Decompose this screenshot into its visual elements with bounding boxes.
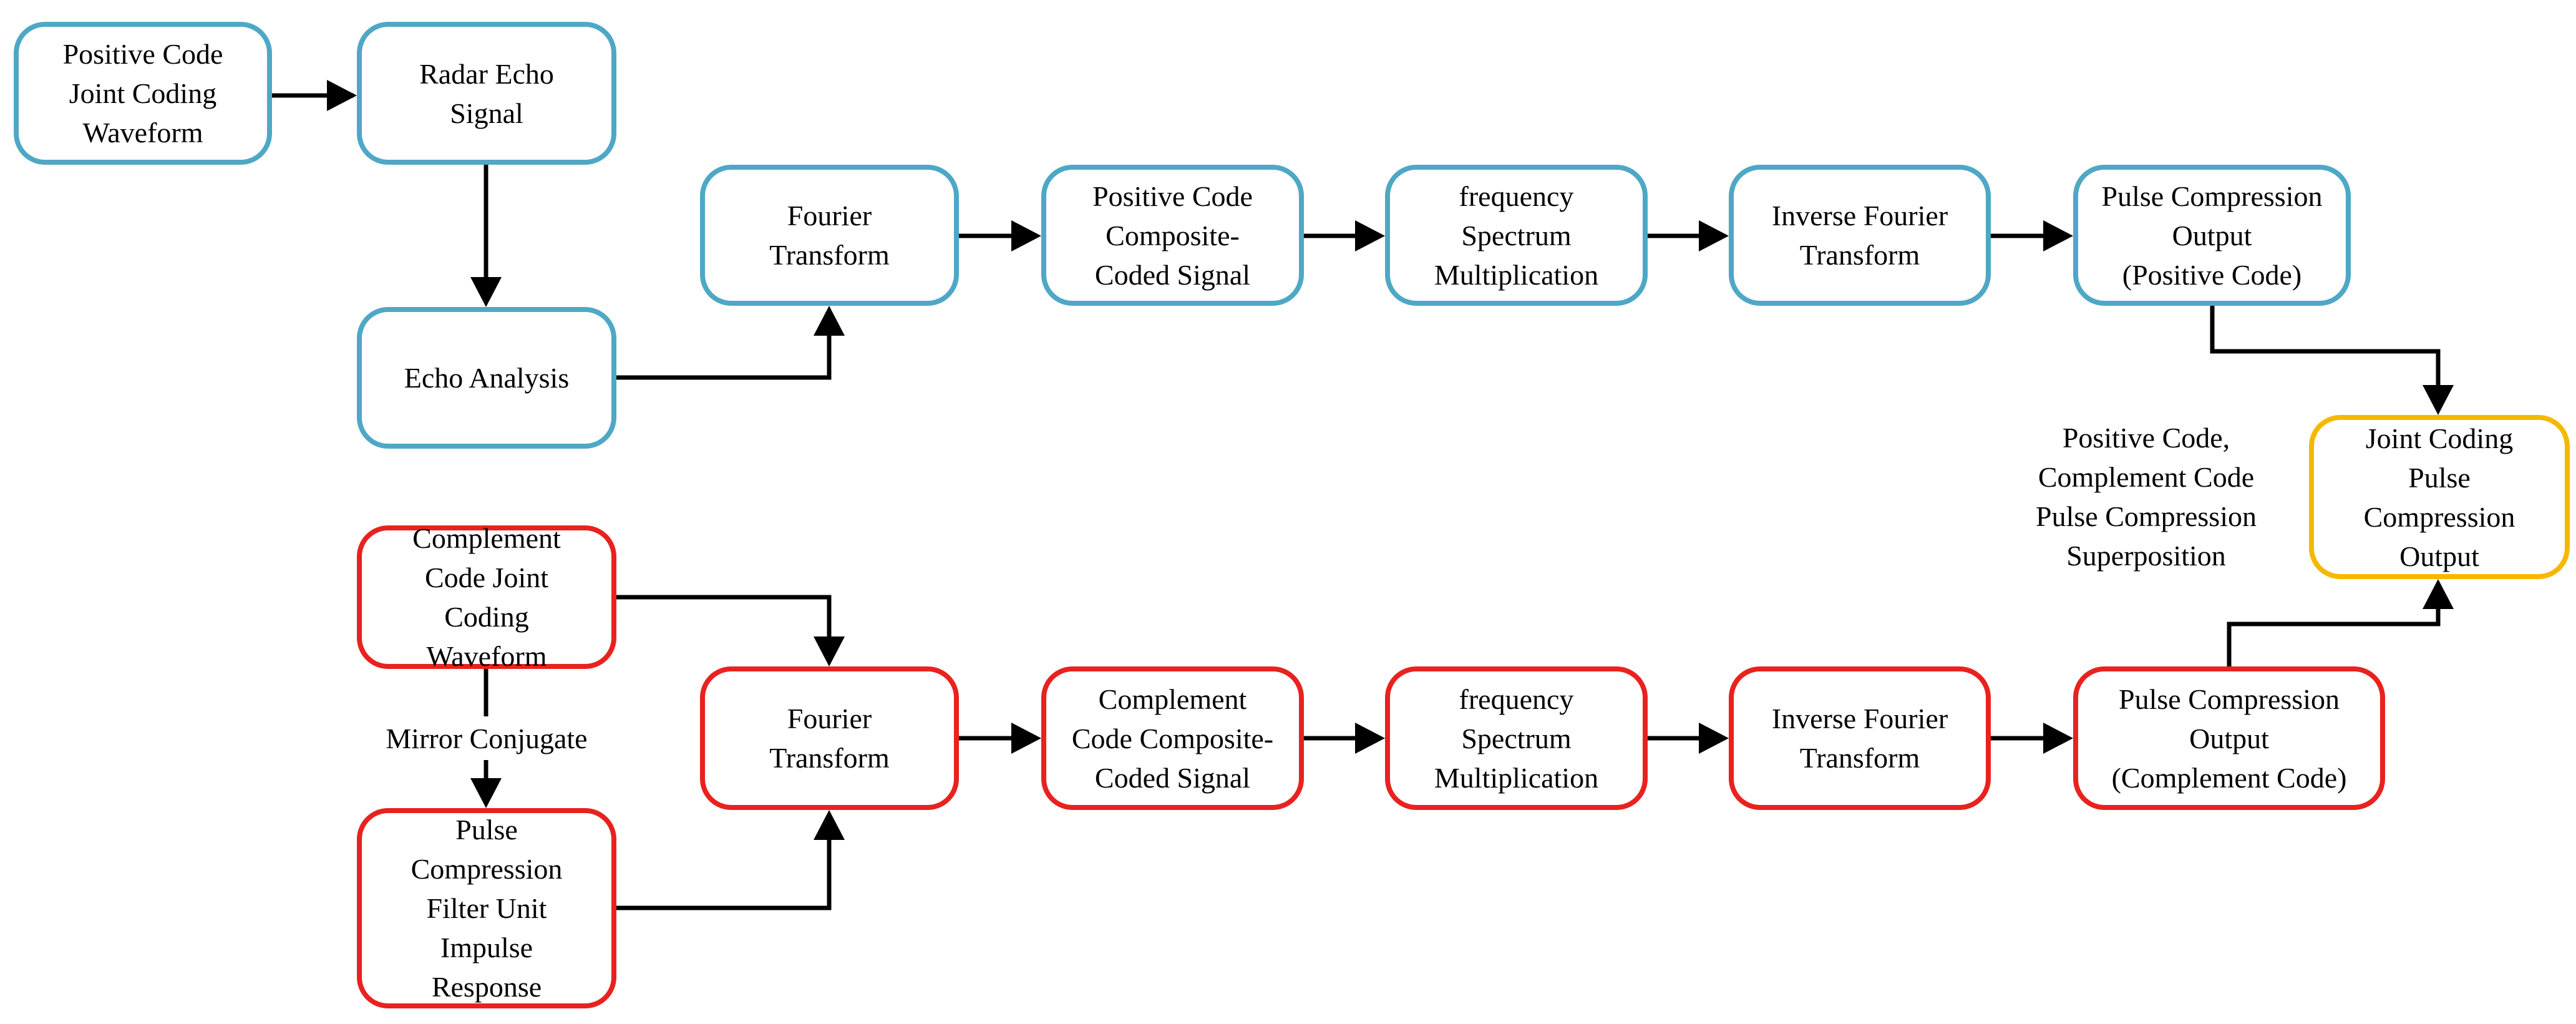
node-positive-fourier-transform: Fourier Transform	[700, 165, 959, 306]
arrowhead	[1699, 220, 1729, 251]
node-echo-analysis: Echo Analysis	[357, 307, 616, 449]
node-positive-pc-output: Pulse Compression Output (Positive Code)	[2073, 165, 2351, 306]
node-complement-composite-signal: Complement Code Composite- Coded Signal	[1041, 666, 1304, 810]
node-complement-inverse-fourier: Inverse Fourier Transform	[1729, 666, 1991, 810]
arrowhead	[470, 277, 502, 307]
arrowhead	[1355, 220, 1385, 251]
node-positive-composite-signal: Positive Code Composite- Coded Signal	[1041, 165, 1304, 306]
node-complement-spectrum-multiplication: frequency Spectrum Multiplication	[1385, 666, 1648, 810]
connector-pc-output-c-to-joint	[2227, 605, 2441, 667]
node-positive-waveform: Positive Code Joint Coding Waveform	[14, 22, 272, 165]
arrowhead	[1355, 723, 1385, 754]
arrowhead	[2423, 579, 2454, 609]
node-joint-coding-output: Joint Coding Pulse Compression Output	[2309, 415, 2570, 579]
arrowhead	[1699, 723, 1729, 754]
arrowhead	[470, 778, 502, 808]
connector-pc-output-to-joint	[2210, 306, 2441, 390]
arrowhead	[327, 80, 357, 111]
node-complement-waveform: Complement Code Joint Coding Waveform	[357, 522, 616, 672]
connector-complement-waveform-to-fourier	[616, 595, 832, 640]
node-filter-impulse-response: Pulse Compression Filter Unit Impulse Re…	[357, 808, 616, 1008]
arrowhead	[814, 306, 845, 336]
mirror-conjugate-label: Mirror Conjugate	[386, 723, 588, 754]
arrowhead	[1011, 723, 1041, 754]
node-complement-fourier-transform: Fourier Transform	[700, 666, 959, 810]
connector-echo-analysis-to-fourier	[616, 334, 832, 380]
arrowhead	[814, 636, 845, 666]
arrowhead	[1011, 220, 1041, 251]
node-complement-pc-output: Pulse Compression Output (Complement Cod…	[2073, 666, 2385, 810]
arrowhead	[2043, 220, 2073, 251]
node-radar-echo-signal: Radar Echo Signal	[357, 22, 616, 165]
node-positive-inverse-fourier: Inverse Fourier Transform	[1729, 165, 1991, 306]
node-positive-spectrum-multiplication: frequency Spectrum Multiplication	[1385, 165, 1648, 306]
arrowhead	[2043, 723, 2073, 754]
arrowhead	[814, 810, 845, 840]
arrowhead	[2423, 385, 2454, 415]
connector-filter-to-fourier	[616, 836, 832, 910]
superposition-label: Positive Code, Complement Code Pulse Com…	[2036, 422, 2257, 572]
